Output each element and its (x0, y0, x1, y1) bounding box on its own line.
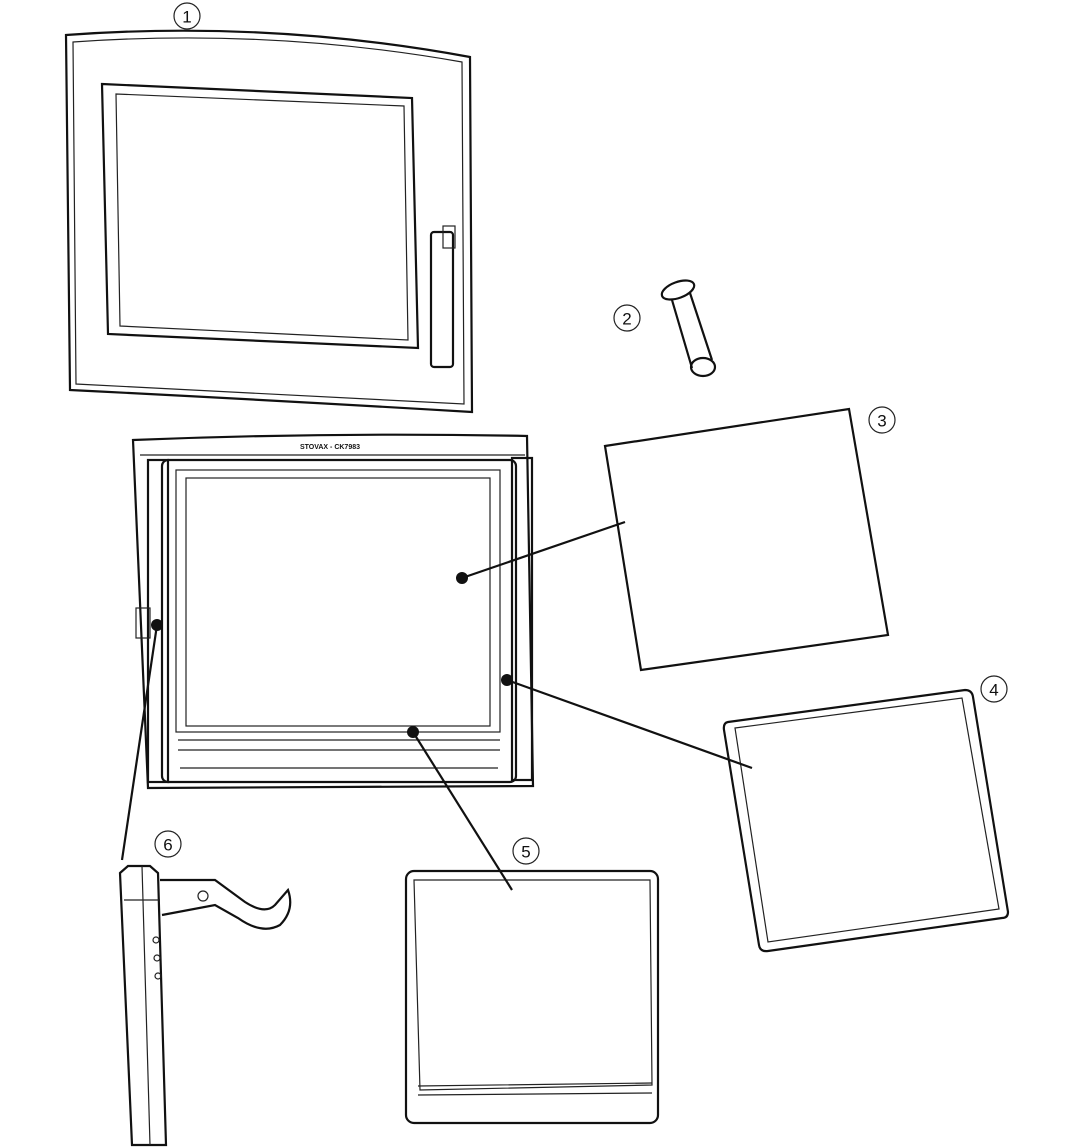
callout-3: 3 (868, 406, 896, 434)
part-door-frame: STOVAX - CK7983 (131, 433, 535, 790)
part-door (64, 29, 474, 414)
callout-5: 5 (512, 837, 540, 865)
part-glass-gasket (722, 688, 1010, 953)
frame-label: STOVAX - CK7983 (300, 444, 360, 451)
part-hinge-pin (660, 279, 717, 378)
svg-text:2: 2 (622, 310, 631, 329)
part-glass-panel (603, 407, 890, 672)
callout-1: 1 (173, 2, 201, 30)
part-hinge-bracket (118, 864, 292, 1147)
svg-text:4: 4 (989, 681, 998, 700)
part-glass-retainer (404, 869, 660, 1125)
leader-lines (120, 520, 753, 891)
callout-2: 2 (613, 304, 641, 332)
svg-text:5: 5 (521, 843, 530, 862)
svg-text:1: 1 (182, 8, 191, 27)
callout-6: 6 (154, 830, 182, 858)
callout-4: 4 (980, 675, 1008, 703)
svg-text:3: 3 (877, 412, 886, 431)
svg-text:6: 6 (163, 836, 172, 855)
